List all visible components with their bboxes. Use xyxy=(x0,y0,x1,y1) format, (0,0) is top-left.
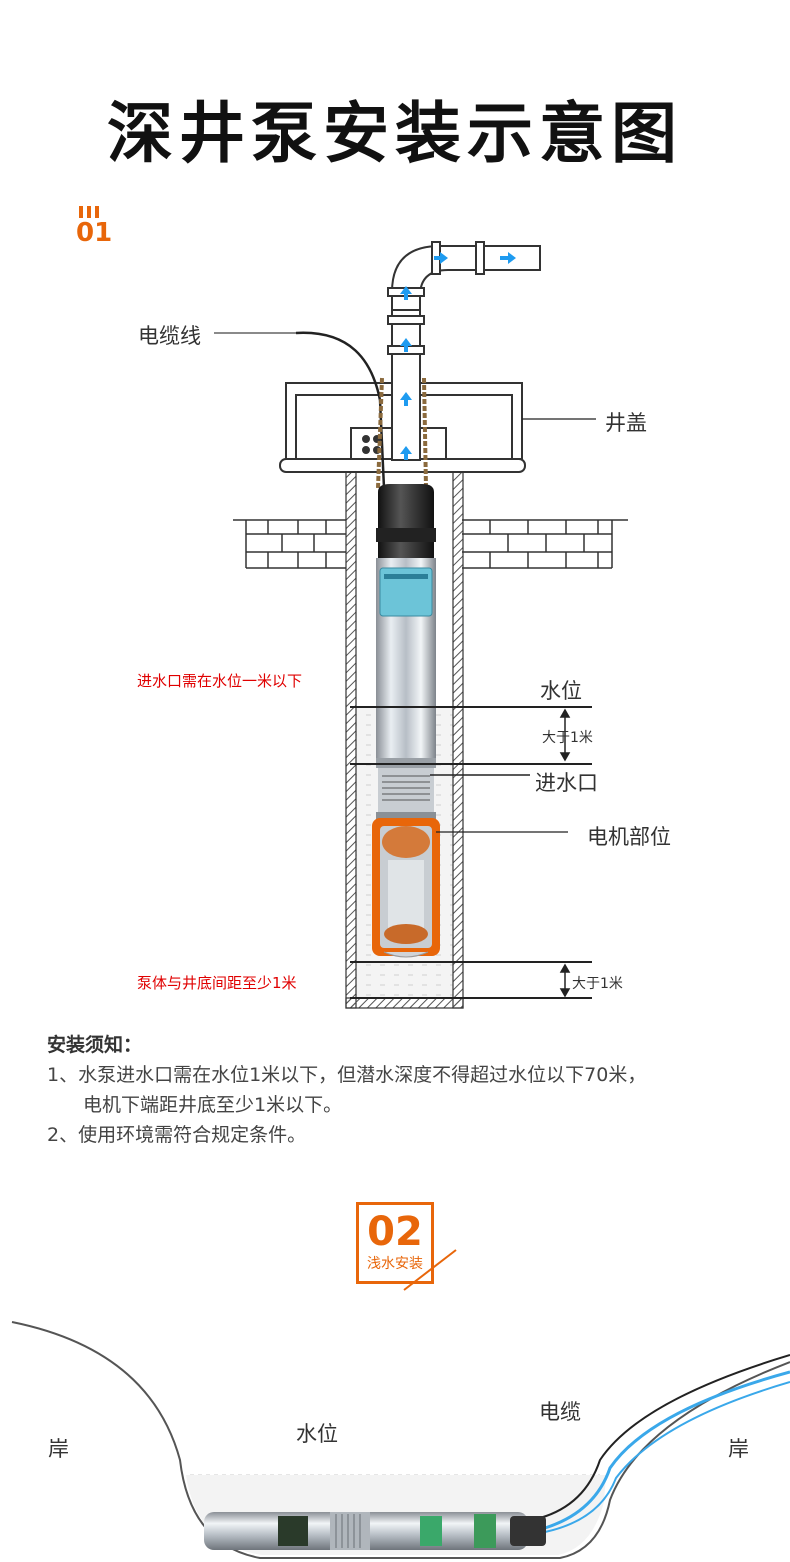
page-title: 深井泵安装示意图 xyxy=(107,95,683,172)
section-01-number: 01 xyxy=(76,218,113,248)
cable-blue-1 xyxy=(544,1370,790,1530)
installation-notes: 安装须知： 1、水泵进水口需在水位1米以下，但潜水深度不得超过水位以下70米， … xyxy=(47,1030,646,1150)
flow-arrows xyxy=(400,252,516,460)
dimension-arrows xyxy=(559,708,571,998)
well-cover-label: 井盖 xyxy=(605,411,647,435)
notes-item-1-line-1: 1、水泵进水口需在水位1米以下，但潜水深度不得超过水位以下70米， xyxy=(47,1064,647,1086)
gap-label-top: 大于1米 xyxy=(542,730,593,746)
bank-right-label: 岸 xyxy=(728,1437,749,1461)
shallow-water-diagram xyxy=(11,1321,790,1559)
well-wall-right xyxy=(452,471,464,1009)
cable-blue-2 xyxy=(544,1381,790,1533)
ground-brick-left xyxy=(233,519,346,569)
section-02-badge: 02 浅水安装 xyxy=(356,1202,434,1284)
well-wall-left xyxy=(345,471,357,1009)
pump-body xyxy=(372,484,440,958)
cable-label-2: 电缆 xyxy=(539,1400,581,1424)
support-rope xyxy=(376,377,428,489)
section-01-bars xyxy=(79,206,112,218)
gap-label-bottom: 大于1米 xyxy=(572,976,623,992)
water-level-label: 水位 xyxy=(540,679,582,703)
ground-brick-right xyxy=(462,519,628,569)
horizontal-pump xyxy=(204,1512,546,1550)
cable-label: 电缆线 xyxy=(138,324,201,348)
bank-left-label: 岸 xyxy=(48,1437,69,1461)
badge-accent-line xyxy=(403,1249,457,1291)
basin-outline xyxy=(11,1321,790,1559)
well-diagram xyxy=(214,241,628,1009)
cable-black xyxy=(539,1354,790,1519)
inlet-label: 进水口 xyxy=(535,771,598,795)
inlet-note: 进水口需在水位一米以下 xyxy=(137,672,303,690)
section-02-caption: 浅水安装 xyxy=(367,1256,423,1272)
notes-item-1-line-2: 电机下端距井底至少1米以下。 xyxy=(83,1094,343,1116)
motor-label: 电机部位 xyxy=(587,825,671,849)
water-level-label-2: 水位 xyxy=(296,1422,338,1446)
section-02-number: 02 xyxy=(367,1209,423,1255)
power-cable xyxy=(295,331,386,489)
notes-heading: 安装须知： xyxy=(47,1034,143,1056)
section-01-marker: 01 xyxy=(76,206,112,246)
level-lines xyxy=(350,418,596,999)
well-bottom xyxy=(345,997,464,1009)
notes-item-2: 2、使用环境需符合规定条件。 xyxy=(47,1124,307,1146)
bottom-note: 泵体与井底间距至少1米 xyxy=(137,974,297,992)
